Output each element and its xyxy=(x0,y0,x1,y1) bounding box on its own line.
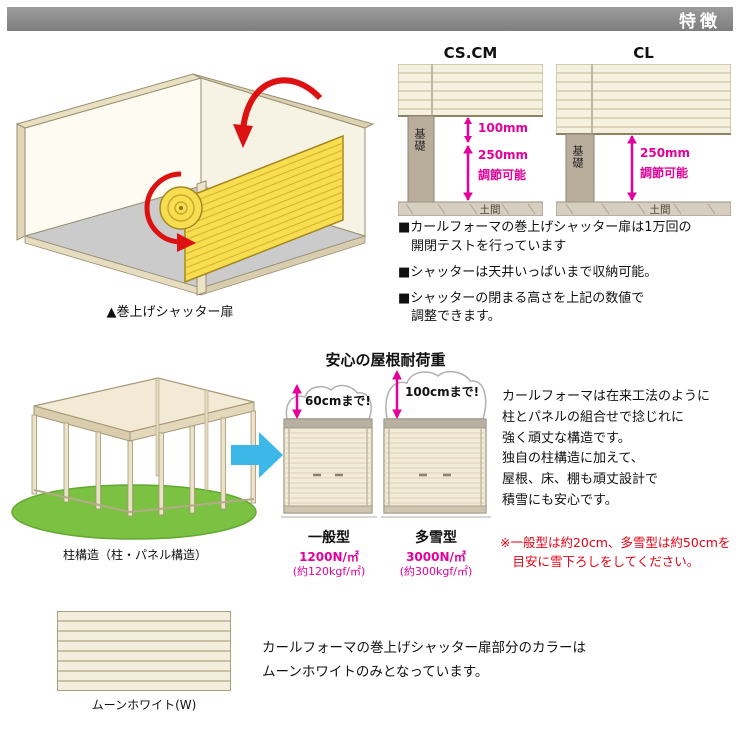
cscm-measure-arrows xyxy=(463,117,473,202)
diagram-label-cl: CL xyxy=(633,44,654,62)
cl-panel xyxy=(556,64,731,135)
feature-bullet-2: ■シャッターは天井いっぱいまで収納可能。 xyxy=(398,264,658,280)
cscm-foundation-label: 基礎 xyxy=(413,128,426,152)
garage-left-outer-wall xyxy=(16,123,26,241)
structure-caption: 柱構造（柱・パネル構造） xyxy=(62,548,207,562)
cscm-measure-250mm: 250mm xyxy=(478,148,529,162)
cscm-ground xyxy=(398,201,543,216)
transition-arrow-icon xyxy=(231,432,283,478)
page-title: 特徴 xyxy=(679,11,721,32)
section-header-bar: 特徴 xyxy=(7,7,733,32)
garage-top-rim-right xyxy=(192,73,375,129)
post-structure-illustration xyxy=(11,377,257,540)
color-swatch-moon-white xyxy=(57,611,231,691)
cscm-panel xyxy=(398,64,543,117)
color-description: カールフォーマの巻上げシャッター扉部分のカラーは ムーンホワイトのみとなっていま… xyxy=(262,640,586,681)
cl-ground xyxy=(556,201,731,216)
snow-removal-note: ※一般型は約20cm、多雪型は約50cmを 目安に雪下ろしをしてください。 xyxy=(500,535,731,570)
snow-depth-arrow xyxy=(292,383,302,420)
roll-direction-arrow-icon xyxy=(144,171,196,252)
structure-back-posts xyxy=(155,379,209,491)
cl-foundation-label: 基礎 xyxy=(571,145,584,169)
heavy-snow-type-name: 多雪型 xyxy=(415,530,457,546)
shutter-general-illustration xyxy=(281,383,377,518)
cl-measure-arrows xyxy=(627,134,637,202)
shutter-roll xyxy=(159,186,203,230)
feature-bullet-list: ■カールフォーマの巻上げシャッター扉は1万回の 開閉テストを行っています ■シャ… xyxy=(398,219,728,334)
shutter-front xyxy=(383,418,487,514)
roof-load-title: 安心の屋根耐荷重 xyxy=(325,351,446,369)
feature-bullet-1: ■カールフォーマの巻上げシャッター扉は1万回の 開閉テストを行っています xyxy=(398,220,692,254)
roll-shutter-curtain xyxy=(184,134,344,284)
cscm-floor-label: 土間 xyxy=(479,204,501,216)
shutter-front xyxy=(283,418,373,514)
heavy-snow-type-load-kgf: (約300kgf/㎡) xyxy=(399,565,473,578)
general-type-load-kgf: (約120kgf/㎡) xyxy=(292,565,366,578)
structure-base-rail xyxy=(33,489,255,514)
feature-bullet-3: ■シャッターの閉まる高さを上記の数値で 調整できます。 xyxy=(398,290,645,325)
diagram-label-cscm: CS.CM xyxy=(443,44,498,62)
swatch-caption: ムーンホワイト(W) xyxy=(91,698,197,712)
general-type-load: 1200N/㎡ xyxy=(299,550,359,564)
cscm-foundation-block xyxy=(407,115,435,203)
garage-shutter-illustration xyxy=(15,73,375,296)
cl-foundation-block xyxy=(565,133,595,203)
cl-measure-note: 調節可能 xyxy=(640,166,689,180)
cscm-measure-note: 調節可能 xyxy=(478,168,527,182)
structure-description: カールフォーマは在来工法のように 柱とパネルの組合せで捻じれに 強く頑丈な構造で… xyxy=(502,389,711,508)
general-type-name: 一般型 xyxy=(308,530,350,546)
cl-section-diagram xyxy=(556,64,731,216)
snow-depth-arrow xyxy=(392,369,402,420)
cscm-section-diagram xyxy=(398,64,543,216)
cl-floor-label: 土間 xyxy=(649,204,671,216)
heavy-snow-type-load: 3000N/㎡ xyxy=(406,550,466,564)
heavy-snow-limit-label: 100cmまで! xyxy=(405,385,480,399)
general-snow-limit-label: 60cmまで! xyxy=(305,394,371,408)
cl-measure-250mm: 250mm xyxy=(640,146,691,160)
lift-direction-arrow-icon xyxy=(233,77,323,148)
garage-illustration-caption: ▲巻上げシャッター扉 xyxy=(106,305,234,320)
cscm-measure-100mm: 100mm xyxy=(478,121,529,135)
shutter-heavy-snow-illustration xyxy=(381,369,491,518)
